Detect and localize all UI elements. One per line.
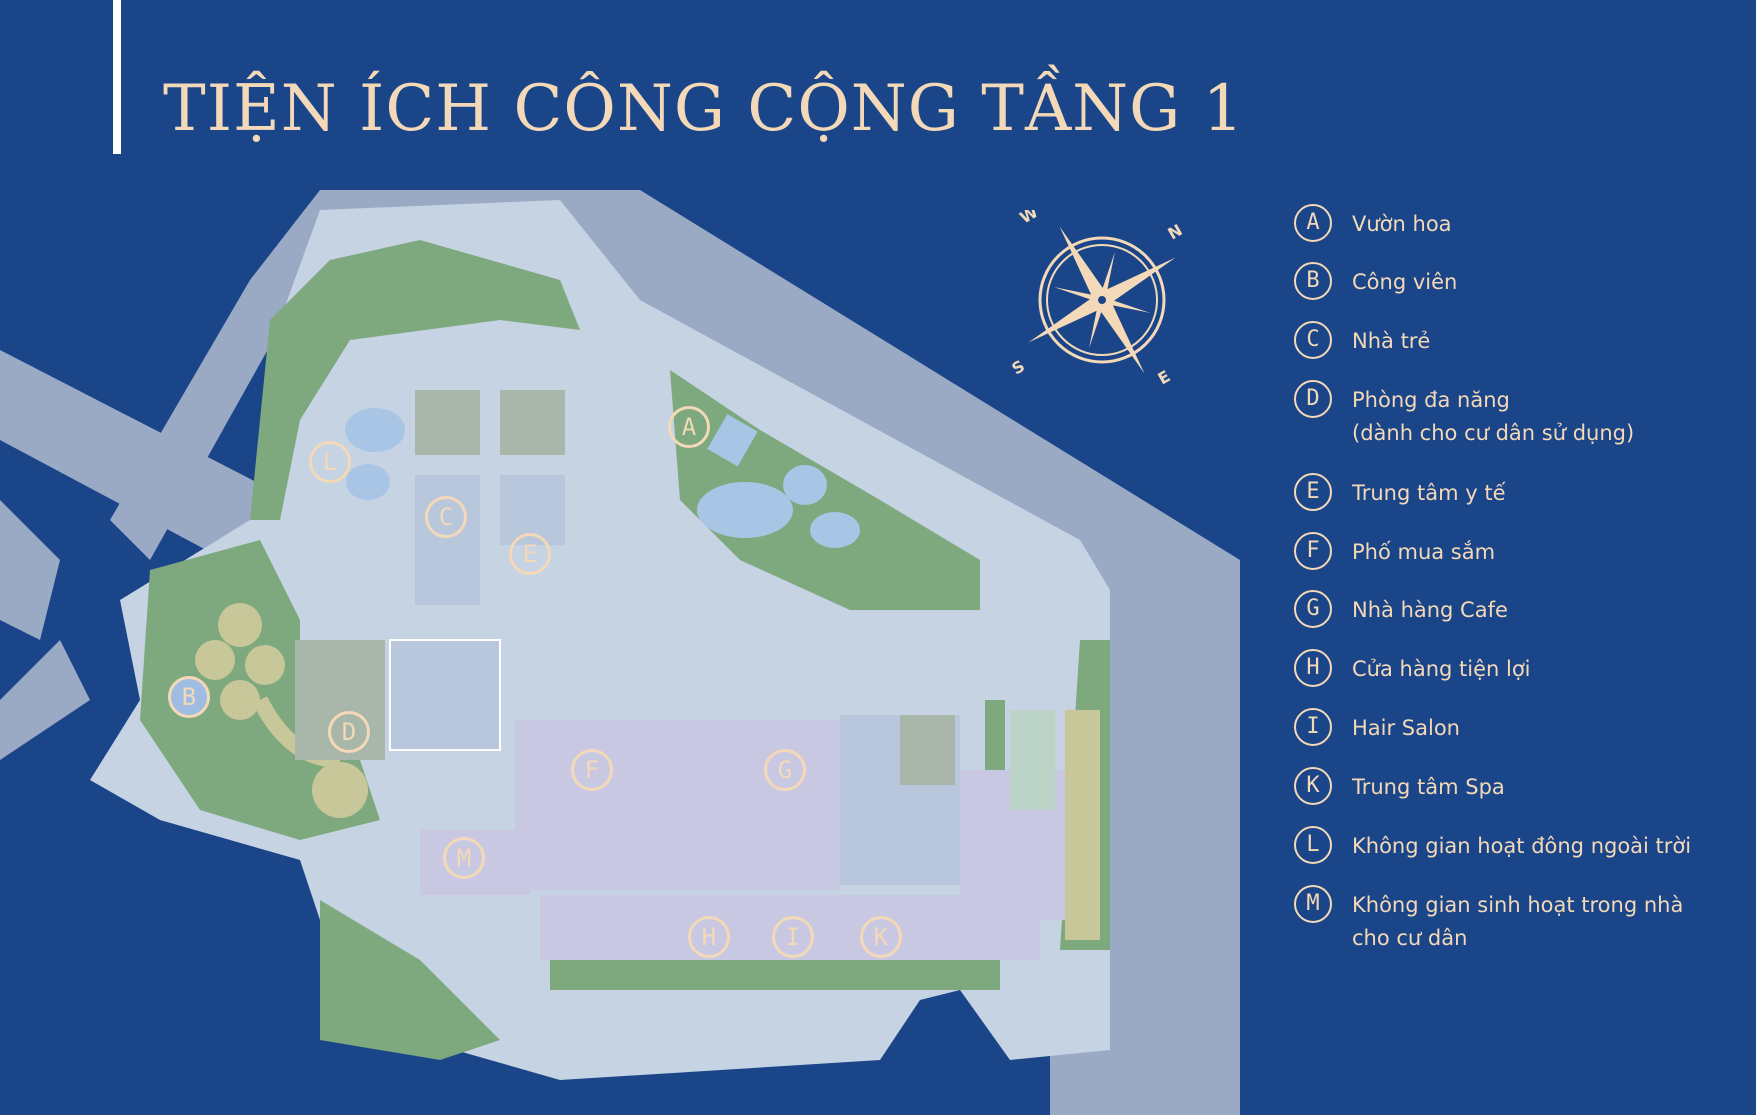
legend-letter: F	[1294, 532, 1332, 570]
legend-label: Vườn hoa	[1352, 212, 1452, 236]
legend-item: G Nhà hàng Cafe	[1294, 590, 1508, 628]
map-marker-h[interactable]: H	[688, 916, 730, 958]
legend-item: B Công viên	[1294, 262, 1458, 300]
legend-item: D Phòng đa năng (dành cho cư dân sử dụng…	[1294, 380, 1635, 450]
legend-item: I Hair Salon	[1294, 708, 1460, 746]
legend-label: Nhà hàng Cafe	[1352, 598, 1508, 622]
legend-letter: M	[1294, 885, 1332, 923]
legend-letter: L	[1294, 826, 1332, 864]
legend-letter: G	[1294, 590, 1332, 628]
legend-letter: B	[1294, 262, 1332, 300]
map-marker-k[interactable]: K	[860, 916, 902, 958]
compass-e: E	[1155, 367, 1174, 389]
legend-item: E Trung tâm y tế	[1294, 473, 1506, 511]
water-features	[345, 408, 860, 548]
map-marker-e[interactable]: E	[509, 533, 551, 575]
legend-label: Phòng đa năng (dành cho cư dân sử dụng)	[1352, 388, 1635, 445]
legend-letter: A	[1294, 204, 1332, 242]
legend-label: Hair Salon	[1352, 716, 1460, 740]
legend-letter: D	[1294, 380, 1332, 418]
legend-letter: K	[1294, 767, 1332, 805]
legend-label: Không gian hoạt đông ngoài trời	[1352, 834, 1692, 858]
legend-item: F Phố mua sắm	[1294, 532, 1496, 570]
map-marker-c[interactable]: C	[425, 496, 467, 538]
map-marker-g[interactable]: G	[764, 749, 806, 791]
map-marker-a[interactable]: A	[668, 406, 710, 448]
legend-letter: C	[1294, 321, 1332, 359]
legend-label: Không gian sinh hoạt trong nhà cho cư dâ…	[1352, 893, 1684, 950]
map-marker-i[interactable]: I	[772, 916, 814, 958]
legend-letter: E	[1294, 473, 1332, 511]
compass-n: N	[1165, 220, 1186, 243]
page-title: TIỆN ÍCH CÔNG CỘNG TẦNG 1	[163, 72, 1245, 146]
map-marker-l[interactable]: L	[309, 441, 351, 483]
legend-item: H Cửa hàng tiện lợi	[1294, 649, 1531, 687]
legend-label: Cửa hàng tiện lợi	[1352, 657, 1531, 681]
compass-s: S	[1012, 356, 1028, 378]
legend-label: Nhà trẻ	[1352, 329, 1431, 353]
legend-label: Trung tâm Spa	[1352, 775, 1505, 799]
legend-letter: I	[1294, 708, 1332, 746]
map-marker-m[interactable]: M	[443, 837, 485, 879]
legend-label: Trung tâm y tế	[1352, 481, 1506, 505]
legend-item: M Không gian sinh hoạt trong nhà cho cư …	[1294, 885, 1684, 955]
legend-item: A Vườn hoa	[1294, 204, 1452, 242]
legend-item: C Nhà trẻ	[1294, 321, 1431, 359]
map-marker-d[interactable]: D	[328, 711, 370, 753]
compass-rose: W N S E	[1012, 210, 1186, 389]
legend-letter: H	[1294, 649, 1332, 687]
map-marker-f[interactable]: F	[571, 749, 613, 791]
legend-item: K Trung tâm Spa	[1294, 767, 1505, 805]
legend-label: Phố mua sắm	[1352, 540, 1496, 564]
legend-item: L Không gian hoạt đông ngoài trời	[1294, 826, 1692, 864]
compass-w: W	[1017, 210, 1042, 227]
map-marker-b[interactable]: B	[168, 676, 210, 718]
title-accent-bar	[113, 0, 121, 154]
legend-label: Công viên	[1352, 270, 1458, 294]
